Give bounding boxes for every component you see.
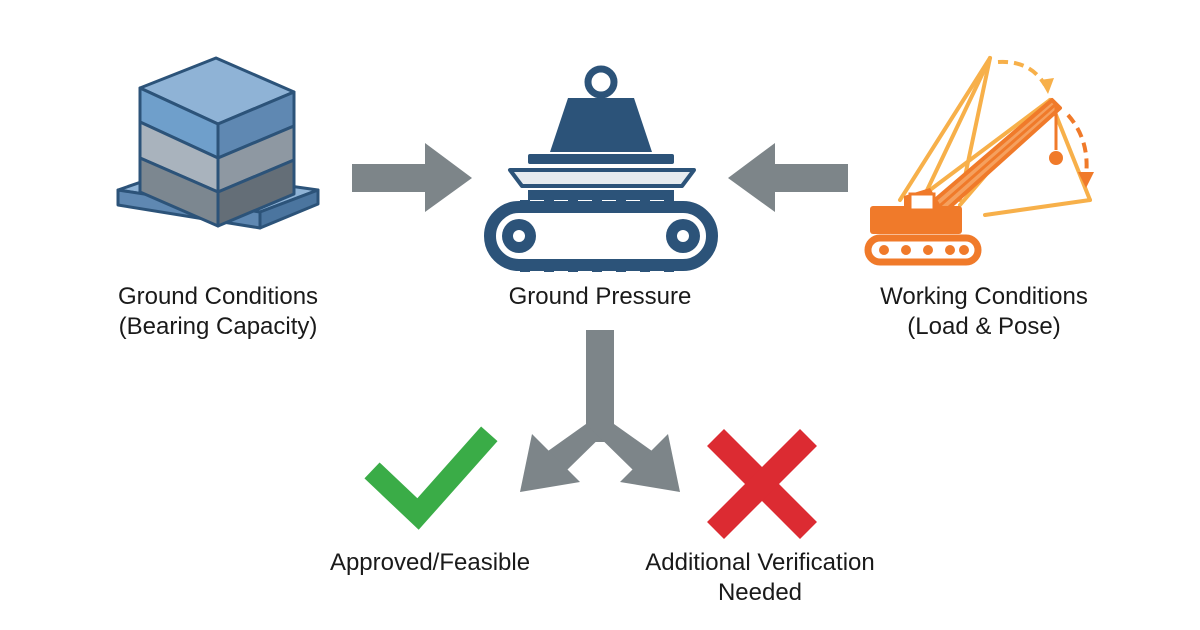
ground-pressure-label: Ground Pressure	[450, 282, 750, 312]
verification-label: Additional Verification Needed	[590, 548, 930, 608]
weight-on-tracks-icon	[484, 65, 718, 272]
ground-conditions-title: Ground Conditions	[117, 283, 319, 310]
verification-subtitle: Needed	[717, 579, 803, 606]
working-conditions-label: Working Conditions (Load & Pose)	[834, 282, 1134, 342]
arrow-working-to-pressure	[728, 143, 848, 212]
ground-conditions-subtitle: (Bearing Capacity)	[118, 313, 318, 340]
verification-title: Additional Verification	[645, 549, 875, 576]
crane-icon	[864, 56, 1094, 266]
split-decision-arrow	[520, 330, 680, 492]
approved-label: Approved/Feasible	[280, 548, 580, 578]
checkmark-icon	[364, 426, 498, 530]
cross-icon	[707, 429, 817, 539]
ground-pressure-title: Ground Pressure	[508, 283, 692, 310]
working-conditions-subtitle: (Load & Pose)	[907, 313, 1061, 340]
arrow-ground-to-pressure	[352, 143, 472, 212]
working-conditions-title: Working Conditions	[880, 283, 1088, 310]
ground-conditions-label: Ground Conditions (Bearing Capacity)	[68, 282, 368, 342]
approved-title: Approved/Feasible	[329, 549, 531, 576]
soil-layers-icon	[116, 56, 320, 230]
